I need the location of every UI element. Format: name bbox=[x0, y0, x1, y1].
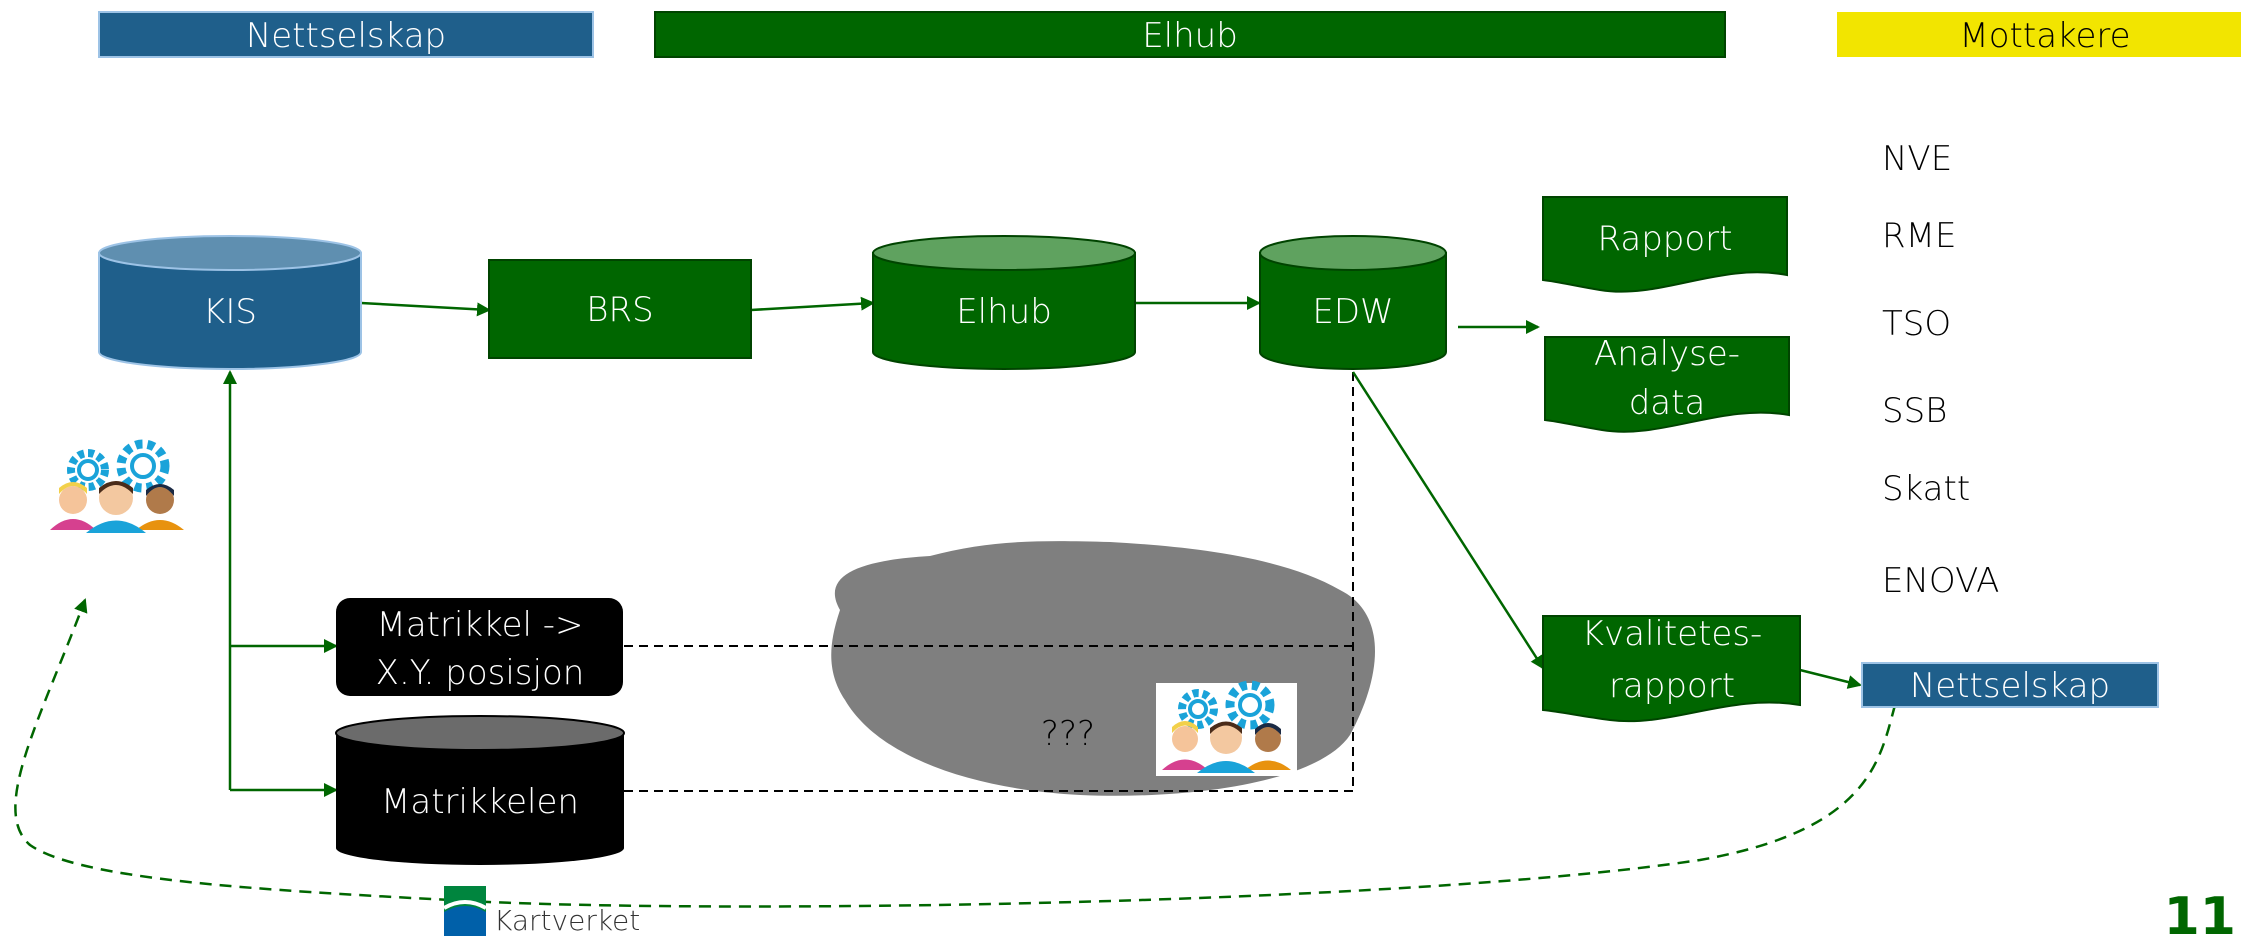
analysedata-label-2: data bbox=[1629, 383, 1706, 423]
kis-database: KIS bbox=[98, 235, 362, 370]
analysedata-label-1: Analyse- bbox=[1594, 334, 1740, 374]
elhub-database: Elhub bbox=[872, 235, 1136, 370]
kvalitet-label-2: rapport bbox=[1609, 666, 1735, 706]
brs-label: BRS bbox=[586, 290, 653, 330]
matrikkel-label-2: X.Y. posisjon bbox=[376, 653, 585, 693]
header-nettselskap-label: Nettselskap bbox=[246, 16, 446, 56]
people-gears-icon bbox=[50, 439, 184, 533]
feedback-curve bbox=[14, 598, 1897, 908]
kvalitetesrapport-document: Kvalitetes- rapport bbox=[1542, 614, 1801, 723]
header-nettselskap: Nettselskap bbox=[98, 11, 594, 58]
recipient-nve: NVE bbox=[1882, 139, 1952, 179]
nettselskap-recipient-box: Nettselskap bbox=[1861, 662, 2159, 708]
rapport-document: Rapport bbox=[1542, 196, 1788, 293]
matrikkelen-database: Matrikkelen bbox=[335, 715, 625, 865]
analysedata-document: Analyse- data bbox=[1544, 334, 1790, 433]
edw-database: EDW bbox=[1259, 235, 1447, 370]
rapport-label: Rapport bbox=[1598, 219, 1733, 259]
header-mottakere-label: Mottakere bbox=[1959, 16, 2130, 56]
elhub-db-label: Elhub bbox=[956, 292, 1052, 332]
recipient-enova: ENOVA bbox=[1882, 561, 1999, 601]
dashed-connectors bbox=[624, 372, 1354, 792]
recipient-tso: TSO bbox=[1882, 304, 1951, 344]
recipient-rme: RME bbox=[1882, 216, 1956, 256]
brs-box: BRS bbox=[488, 259, 752, 359]
nettselskap-recipient-label: Nettselskap bbox=[1910, 666, 2110, 706]
matrikkel-position-box: Matrikkel -> X.Y. posisjon bbox=[336, 598, 623, 696]
recipient-ssb: SSB bbox=[1882, 391, 1947, 431]
green-connectors bbox=[223, 296, 1862, 797]
kartverket-logo-icon bbox=[443, 886, 487, 936]
matrikkel-label-1: Matrikkel -> bbox=[376, 605, 583, 645]
recipient-skatt: Skatt bbox=[1882, 469, 1970, 509]
page-number: 11 bbox=[2164, 887, 2236, 936]
people-gears-icon bbox=[1156, 680, 1297, 776]
kartverket-logo-text: Kartverket bbox=[494, 904, 640, 936]
kartverket-logo: Kartverket bbox=[443, 886, 640, 936]
kis-label: KIS bbox=[203, 292, 257, 332]
header-mottakere: Mottakere bbox=[1837, 12, 2241, 57]
kvalitet-label-1: Kvalitetes- bbox=[1582, 614, 1763, 654]
header-elhub: Elhub bbox=[654, 11, 1726, 58]
recipients-list: NVE RME TSO SSB Skatt ENOVA bbox=[1882, 139, 1999, 601]
edw-label: EDW bbox=[1312, 292, 1393, 332]
unknown-label: ??? bbox=[1041, 714, 1095, 754]
header-elhub-label: Elhub bbox=[1142, 16, 1238, 56]
matrikkelen-label: Matrikkelen bbox=[381, 782, 579, 822]
